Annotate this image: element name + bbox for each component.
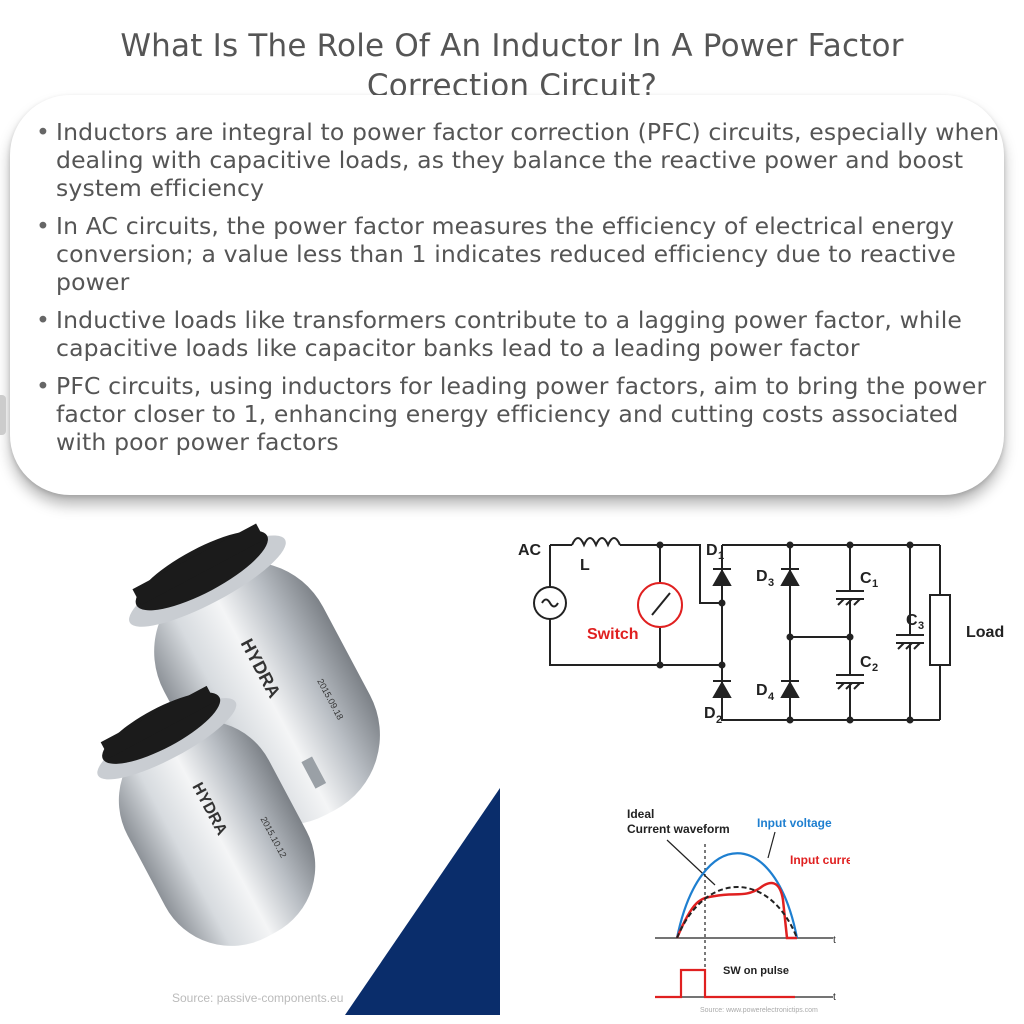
label-ideal-current: Current waveform bbox=[627, 822, 730, 836]
input-voltage-curve bbox=[675, 852, 799, 939]
label-c3: C bbox=[906, 612, 918, 629]
capacitor-c3-symbol bbox=[896, 634, 924, 650]
photo-source: Source: passive-components.eu bbox=[172, 991, 344, 1005]
label-ac: AC bbox=[518, 542, 542, 559]
sw-pulse-curve bbox=[655, 968, 795, 999]
axis-t-top: t bbox=[833, 935, 836, 946]
input-current-curve bbox=[675, 881, 797, 940]
pfc-circuit-diagram: AC L Switch D 1 D 2 D 3 D 4 C 1 C 2 C 3 … bbox=[518, 537, 1004, 726]
diode-d1-symbol bbox=[712, 568, 732, 586]
capacitor-photo: HYDRA 2015.09.18 HYDRA 2015.10.12 bbox=[97, 523, 500, 1015]
load-symbol bbox=[929, 594, 951, 666]
label-inductor: L bbox=[580, 557, 590, 574]
label-input-current: Input current bbox=[790, 853, 850, 867]
bullet-list: Inductors are integral to power factor c… bbox=[36, 118, 1001, 466]
label-c2: C bbox=[860, 654, 872, 671]
label-d3-sub: 3 bbox=[768, 577, 774, 589]
bullet-item: Inductors are integral to power factor c… bbox=[36, 118, 1001, 202]
waveform-source: Source: www.powerelectronictips.com bbox=[700, 1007, 818, 1014]
label-c1-sub: 1 bbox=[872, 578, 878, 590]
capacitor-c1-symbol bbox=[836, 590, 864, 606]
label-c3-sub: 3 bbox=[918, 620, 924, 632]
inductor-symbol bbox=[571, 537, 621, 548]
navy-triangle bbox=[345, 788, 500, 1015]
bullet-item: Inductive loads like transformers contri… bbox=[36, 306, 1001, 362]
edge-marker bbox=[0, 395, 6, 435]
label-load: Load bbox=[966, 624, 1004, 641]
label-sw-pulse: SW on pulse bbox=[723, 965, 789, 977]
ideal-current-curve bbox=[676, 886, 798, 939]
label-d4: D bbox=[756, 682, 768, 699]
label-d2: D bbox=[704, 705, 716, 722]
label-ideal: Ideal bbox=[627, 807, 654, 821]
capacitor-c2-symbol bbox=[836, 674, 864, 690]
pfc-waveform-diagram: Ideal Current waveform Input voltage Inp… bbox=[627, 807, 850, 1014]
axis-t-bottom: t bbox=[833, 992, 836, 1003]
diode-d2-symbol bbox=[712, 680, 732, 698]
label-d1-sub: 1 bbox=[718, 550, 724, 562]
diode-d3-symbol bbox=[780, 568, 800, 586]
switch-symbol bbox=[637, 582, 683, 628]
label-c2-sub: 2 bbox=[872, 662, 878, 674]
diode-d4-symbol bbox=[780, 680, 800, 698]
bullet-item: PFC circuits, using inductors for leadin… bbox=[36, 372, 1001, 456]
label-c1: C bbox=[860, 570, 872, 587]
label-input-voltage: Input voltage bbox=[757, 816, 832, 830]
label-switch: Switch bbox=[587, 626, 639, 643]
label-d3: D bbox=[756, 568, 768, 585]
label-d2-sub: 2 bbox=[716, 714, 722, 726]
label-d1: D bbox=[706, 542, 718, 559]
capacitor-body bbox=[118, 720, 316, 946]
label-d4-sub: 4 bbox=[768, 691, 775, 703]
bullet-item: In AC circuits, the power factor measure… bbox=[36, 212, 1001, 296]
page-title: What Is The Role Of An Inductor In A Pow… bbox=[120, 28, 904, 104]
